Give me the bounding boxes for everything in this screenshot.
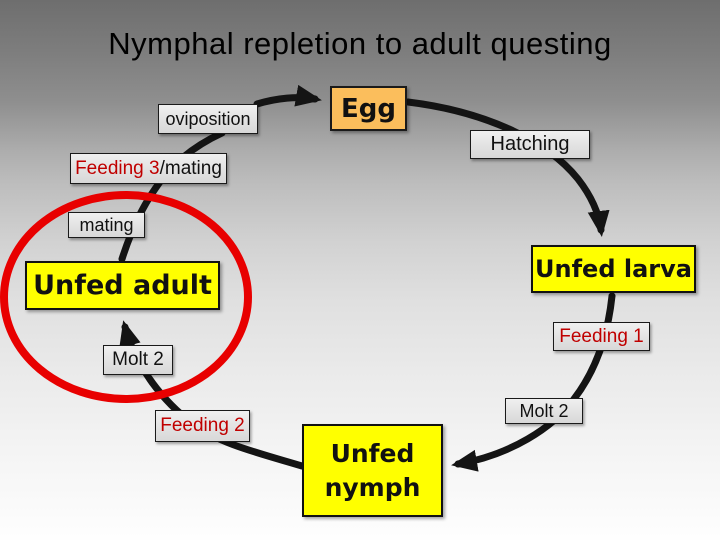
arrow-egg-to-larva xyxy=(404,98,610,237)
node-feeding1: Feeding 1 xyxy=(553,322,650,351)
node-feeding2: Feeding 2 xyxy=(155,410,250,442)
node-egg: Egg xyxy=(330,86,407,131)
node-mating-label: mating xyxy=(79,214,134,235)
node-hatching: Hatching xyxy=(470,130,590,159)
node-unfed-adult-label: Unfed adult xyxy=(33,270,212,301)
red-highlight-ellipse xyxy=(0,191,252,403)
node-unfed-larva: Unfed larva xyxy=(531,245,696,293)
node-hatching-label: Hatching xyxy=(490,133,570,155)
node-molt2-left: Molt 2 xyxy=(103,345,173,375)
node-feeding3-label: Feeding 3 xyxy=(75,157,160,179)
node-feeding2-label: Feeding 2 xyxy=(160,415,245,436)
node-mating: mating xyxy=(68,212,145,238)
node-feeding3-mating-label: /mating xyxy=(159,157,222,179)
node-molt2-left-label: Molt 2 xyxy=(112,349,164,370)
node-feeding1-label: Feeding 1 xyxy=(559,325,644,347)
node-unfed-adult: Unfed adult xyxy=(25,261,220,310)
slide-title: Nymphal repletion to adult questing xyxy=(108,26,612,61)
node-unfed-larva-label: Unfed larva xyxy=(535,255,692,283)
node-unfed-nymph-label: Unfed nymph xyxy=(324,438,421,502)
node-oviposition: oviposition xyxy=(158,104,258,134)
node-molt2-right: Molt 2 xyxy=(505,398,583,424)
node-feeding3-mating: Feeding 3/mating xyxy=(70,153,227,184)
node-egg-label: Egg xyxy=(341,93,396,124)
node-unfed-nymph: Unfed nymph xyxy=(302,424,443,517)
node-molt2-right-label: Molt 2 xyxy=(519,400,569,421)
arrow-oviposition-to-egg xyxy=(253,84,322,108)
node-oviposition-label: oviposition xyxy=(165,108,251,129)
